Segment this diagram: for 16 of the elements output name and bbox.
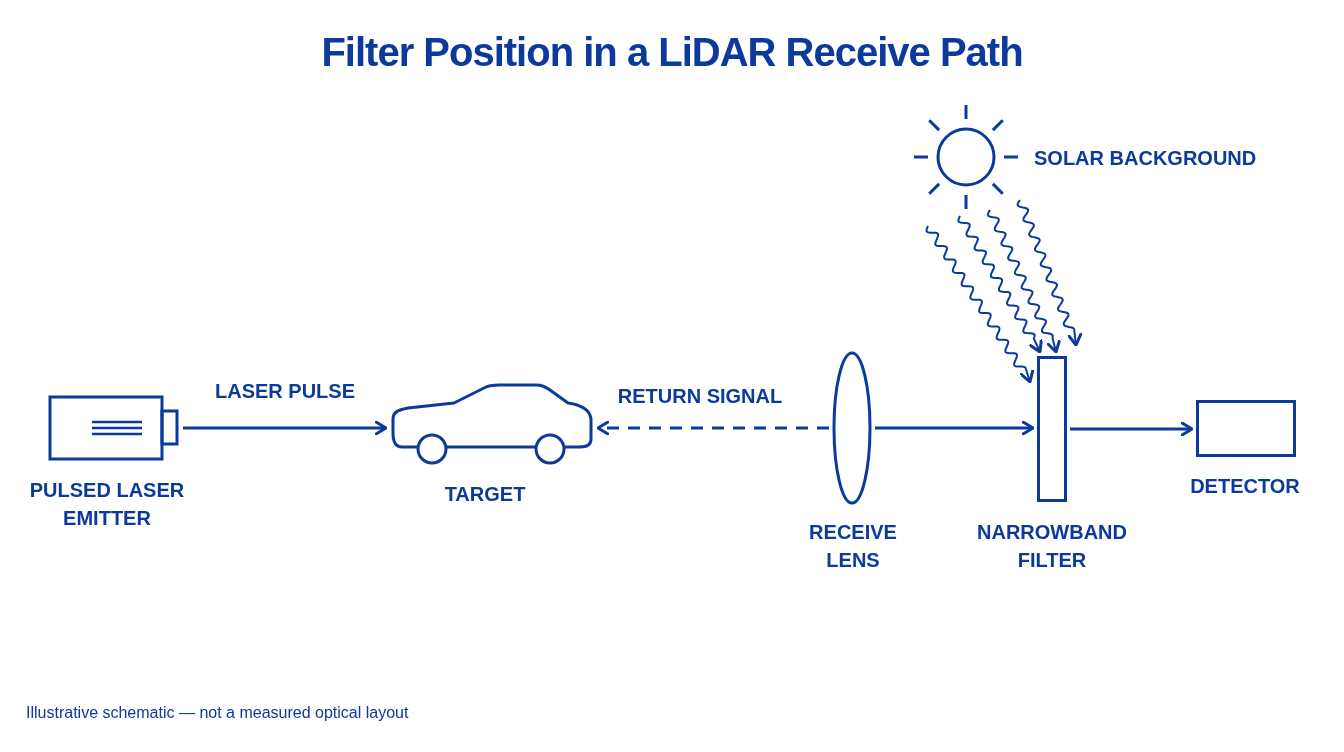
component-label: TARGET [443, 482, 527, 507]
component-label: SOLAR BACKGROUND [1034, 146, 1258, 171]
wavy-arrow [925, 225, 1035, 384]
component-label: NARROWBAND FILTER [976, 520, 1128, 573]
arrow [596, 420, 829, 436]
arrow [1070, 421, 1194, 437]
arrow [875, 420, 1035, 436]
component-label: DETECTOR [1189, 474, 1301, 499]
arrow [183, 420, 388, 436]
wavy-arrow [957, 215, 1043, 354]
component-label: RECEIVE LENS [808, 520, 898, 573]
component-label: PULSED LASER EMITTER [28, 478, 186, 531]
title: Filter Position in a LiDAR Receive Path [320, 29, 1024, 76]
caption: Illustrative schematic — not a measured optical layout [26, 703, 409, 723]
wavy-arrow [986, 209, 1061, 354]
wavy-arrow [1016, 199, 1083, 347]
